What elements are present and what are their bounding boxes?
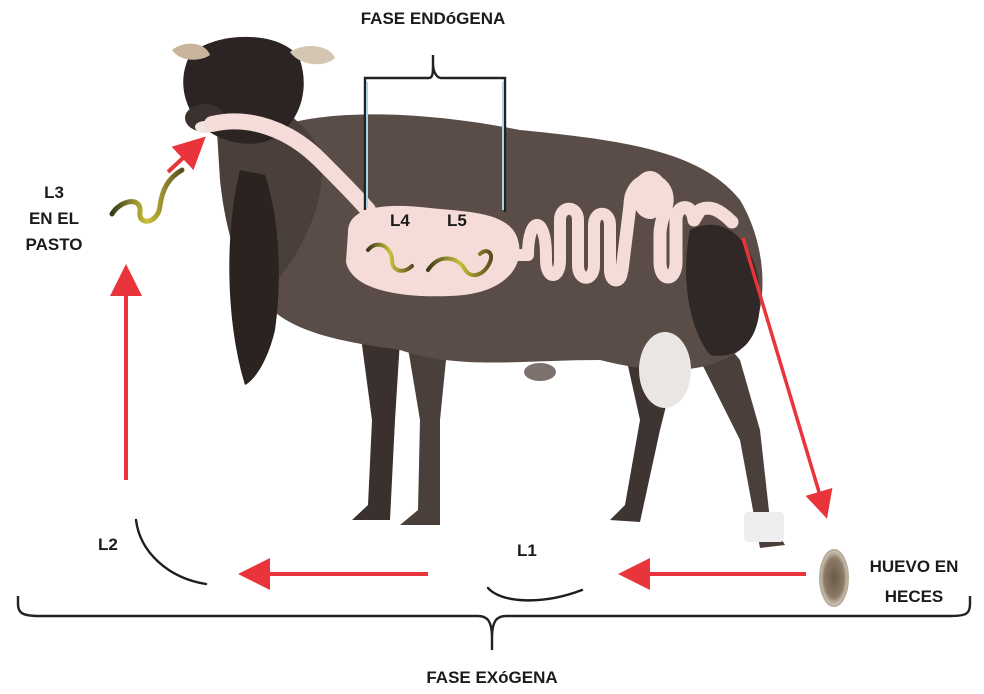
- egg-label-line1: HUEVO EN: [858, 552, 970, 582]
- l5-label: L5: [447, 211, 467, 231]
- l4-label: L4: [390, 211, 410, 231]
- l2-label: L2: [98, 535, 118, 555]
- exogenous-phase-label: FASE EXóGENA: [392, 668, 592, 688]
- l3-label: L3 EN EL PASTO: [18, 180, 90, 258]
- endogenous-phase-label: FASE ENDóGENA: [333, 9, 533, 29]
- egg-label-line2: HECES: [858, 582, 970, 612]
- exogenous-phase-bracket: [18, 596, 970, 650]
- l3-label-line1: L3: [18, 180, 90, 206]
- egg-label: HUEVO EN HECES: [858, 552, 970, 612]
- l2-larva: [136, 520, 206, 584]
- arrow-l3-to-mouth: [168, 142, 200, 172]
- l1-larva: [488, 588, 582, 600]
- l3-label-line3: PASTO: [18, 232, 90, 258]
- l3-larva: [112, 170, 182, 221]
- l3-label-line2: EN EL: [18, 206, 90, 232]
- sheep-illustration: [172, 37, 785, 548]
- egg-in-feces: [820, 550, 848, 606]
- l1-label: L1: [517, 541, 537, 561]
